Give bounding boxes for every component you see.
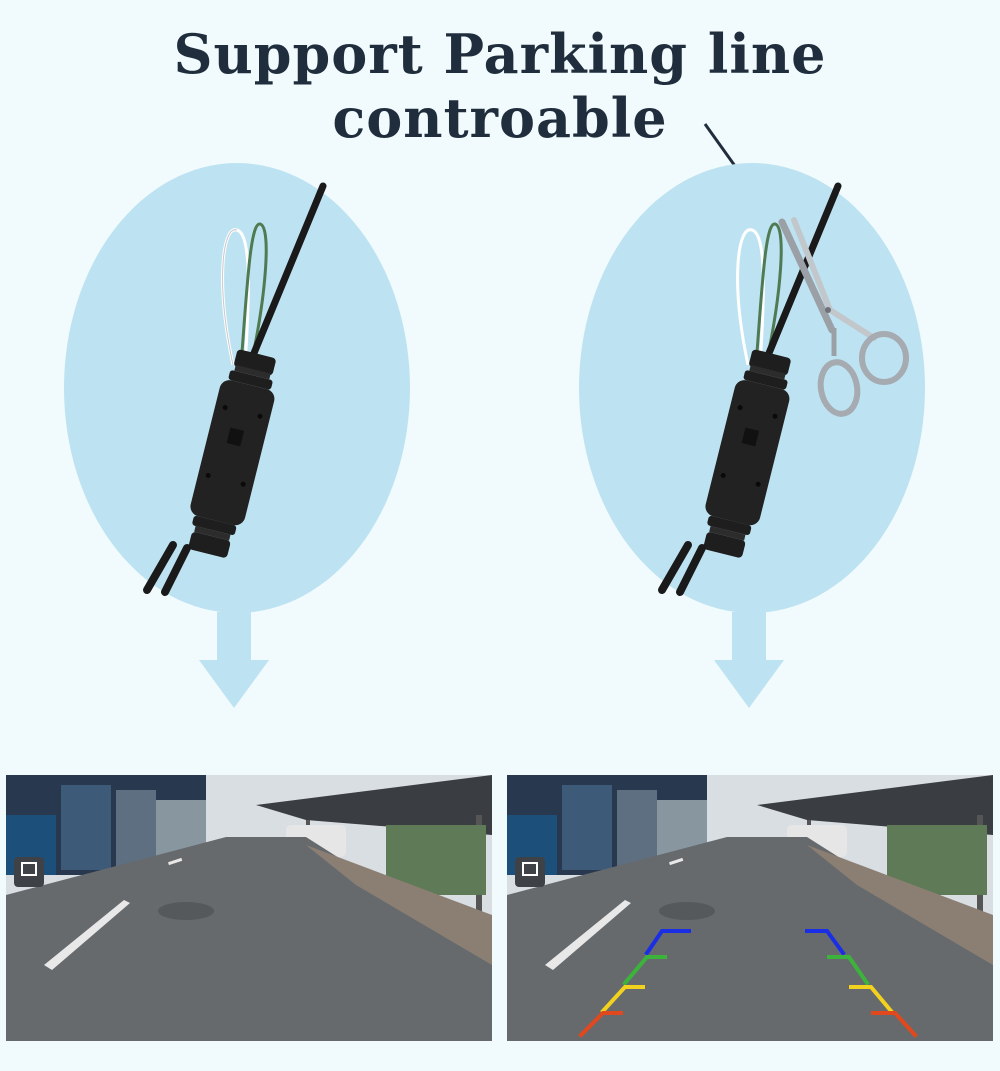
scissors-icon xyxy=(778,217,909,417)
parking-guide-lines xyxy=(578,929,918,1038)
rear-camera-scene xyxy=(6,775,492,1041)
guide-right-red xyxy=(871,1011,918,1038)
guide-left-green xyxy=(622,955,667,986)
wire-intact-panel xyxy=(55,160,415,720)
camera-view-with-lines xyxy=(507,775,993,1041)
wire-cut-panel xyxy=(572,160,932,720)
page-title: Support Parking line controable xyxy=(173,22,827,150)
down-arrow-icon xyxy=(199,612,269,708)
black-cable xyxy=(758,182,842,374)
connector-body xyxy=(703,349,791,558)
wire-cut-illustration xyxy=(579,163,925,708)
lower-cable-1 xyxy=(658,541,692,594)
guide-right-blue xyxy=(805,929,846,956)
black-cable xyxy=(243,182,327,374)
guide-left-yellow xyxy=(600,985,645,1014)
monitor-icon xyxy=(522,862,538,876)
guide-left-red xyxy=(578,1011,623,1038)
green-wire-loop xyxy=(754,222,783,366)
down-arrow-icon xyxy=(714,612,784,708)
rear-camera-scene xyxy=(507,775,993,1041)
connector-body xyxy=(188,349,276,558)
guide-right-green xyxy=(827,955,870,986)
white-wire-outline xyxy=(222,229,238,366)
camera-view-no-lines xyxy=(6,775,492,1041)
guide-right-yellow xyxy=(849,985,894,1014)
monitor-icon xyxy=(21,862,37,876)
green-wire-loop xyxy=(239,222,268,366)
lower-cable-1 xyxy=(143,541,177,594)
wire-intact-illustration xyxy=(64,163,410,708)
white-wire-loop xyxy=(736,228,765,366)
guide-left-blue xyxy=(644,929,691,956)
lower-cable-2 xyxy=(161,544,191,596)
lower-cable-2 xyxy=(676,544,706,596)
